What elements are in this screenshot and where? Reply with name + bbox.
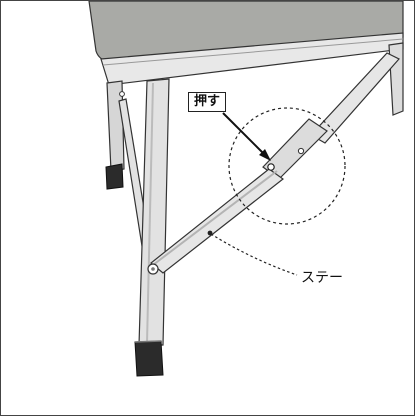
- stay-lower: [150, 168, 285, 274]
- right-frame-post: [388, 42, 404, 116]
- push-arrowhead: [259, 149, 271, 161]
- detail-circle: [228, 107, 346, 225]
- stay-leader-line: [210, 233, 298, 276]
- stay-upper: [310, 52, 400, 144]
- push-callout: 押す: [188, 92, 227, 112]
- push-arrow-line: [222, 112, 266, 156]
- front-foot: [134, 340, 164, 377]
- front-leg: [138, 78, 170, 346]
- push-button: [267, 163, 275, 171]
- stay-rivet: [297, 147, 305, 155]
- rear-foot: [105, 163, 124, 190]
- stay-callout: ステー: [301, 270, 343, 286]
